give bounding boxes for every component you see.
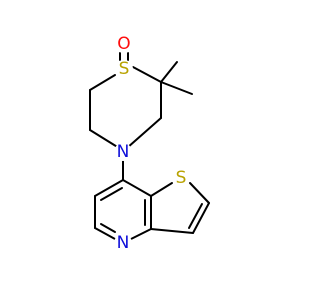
bond-c2-c3-inner bbox=[188, 203, 203, 229]
bond-c7-c7a bbox=[122, 179, 152, 197]
bond-c3-n bbox=[126, 117, 162, 149]
atom-thiophene-s: S bbox=[172, 168, 190, 188]
bond-c3a-n4 bbox=[130, 228, 152, 240]
molecule-drawing: O S N S N bbox=[89, 34, 210, 253]
bond-c6-c7-inner bbox=[100, 187, 123, 201]
bond-c6-c7 bbox=[94, 179, 124, 197]
bond-methyl-2 bbox=[160, 81, 193, 95]
atom-label: O bbox=[117, 34, 130, 54]
bond-methyl-1 bbox=[160, 61, 178, 83]
atom-amine-n: N bbox=[114, 142, 132, 162]
bond-c2-c3 bbox=[192, 202, 210, 234]
structure-canvas: O S N S N bbox=[89, 34, 210, 253]
bond-c3-c3a bbox=[150, 228, 194, 234]
atom-label: S bbox=[176, 168, 187, 188]
atom-pyridine-n: N bbox=[114, 233, 132, 253]
atom-ring-s: S bbox=[115, 59, 133, 79]
bond-n4-c5-inner bbox=[100, 223, 116, 233]
bond-s1-c2 bbox=[189, 182, 210, 204]
atom-label: N bbox=[117, 233, 130, 253]
bond-s-c2 bbox=[132, 66, 162, 83]
atom-label: N bbox=[117, 142, 130, 162]
bond-n4-c5 bbox=[94, 227, 116, 240]
bond-c7a-s1 bbox=[150, 182, 173, 197]
atom-label: S bbox=[119, 59, 130, 79]
bond-c6-s bbox=[89, 74, 116, 91]
bond-n-c5 bbox=[89, 129, 120, 149]
atom-sulfoxide-o: O bbox=[115, 34, 133, 54]
